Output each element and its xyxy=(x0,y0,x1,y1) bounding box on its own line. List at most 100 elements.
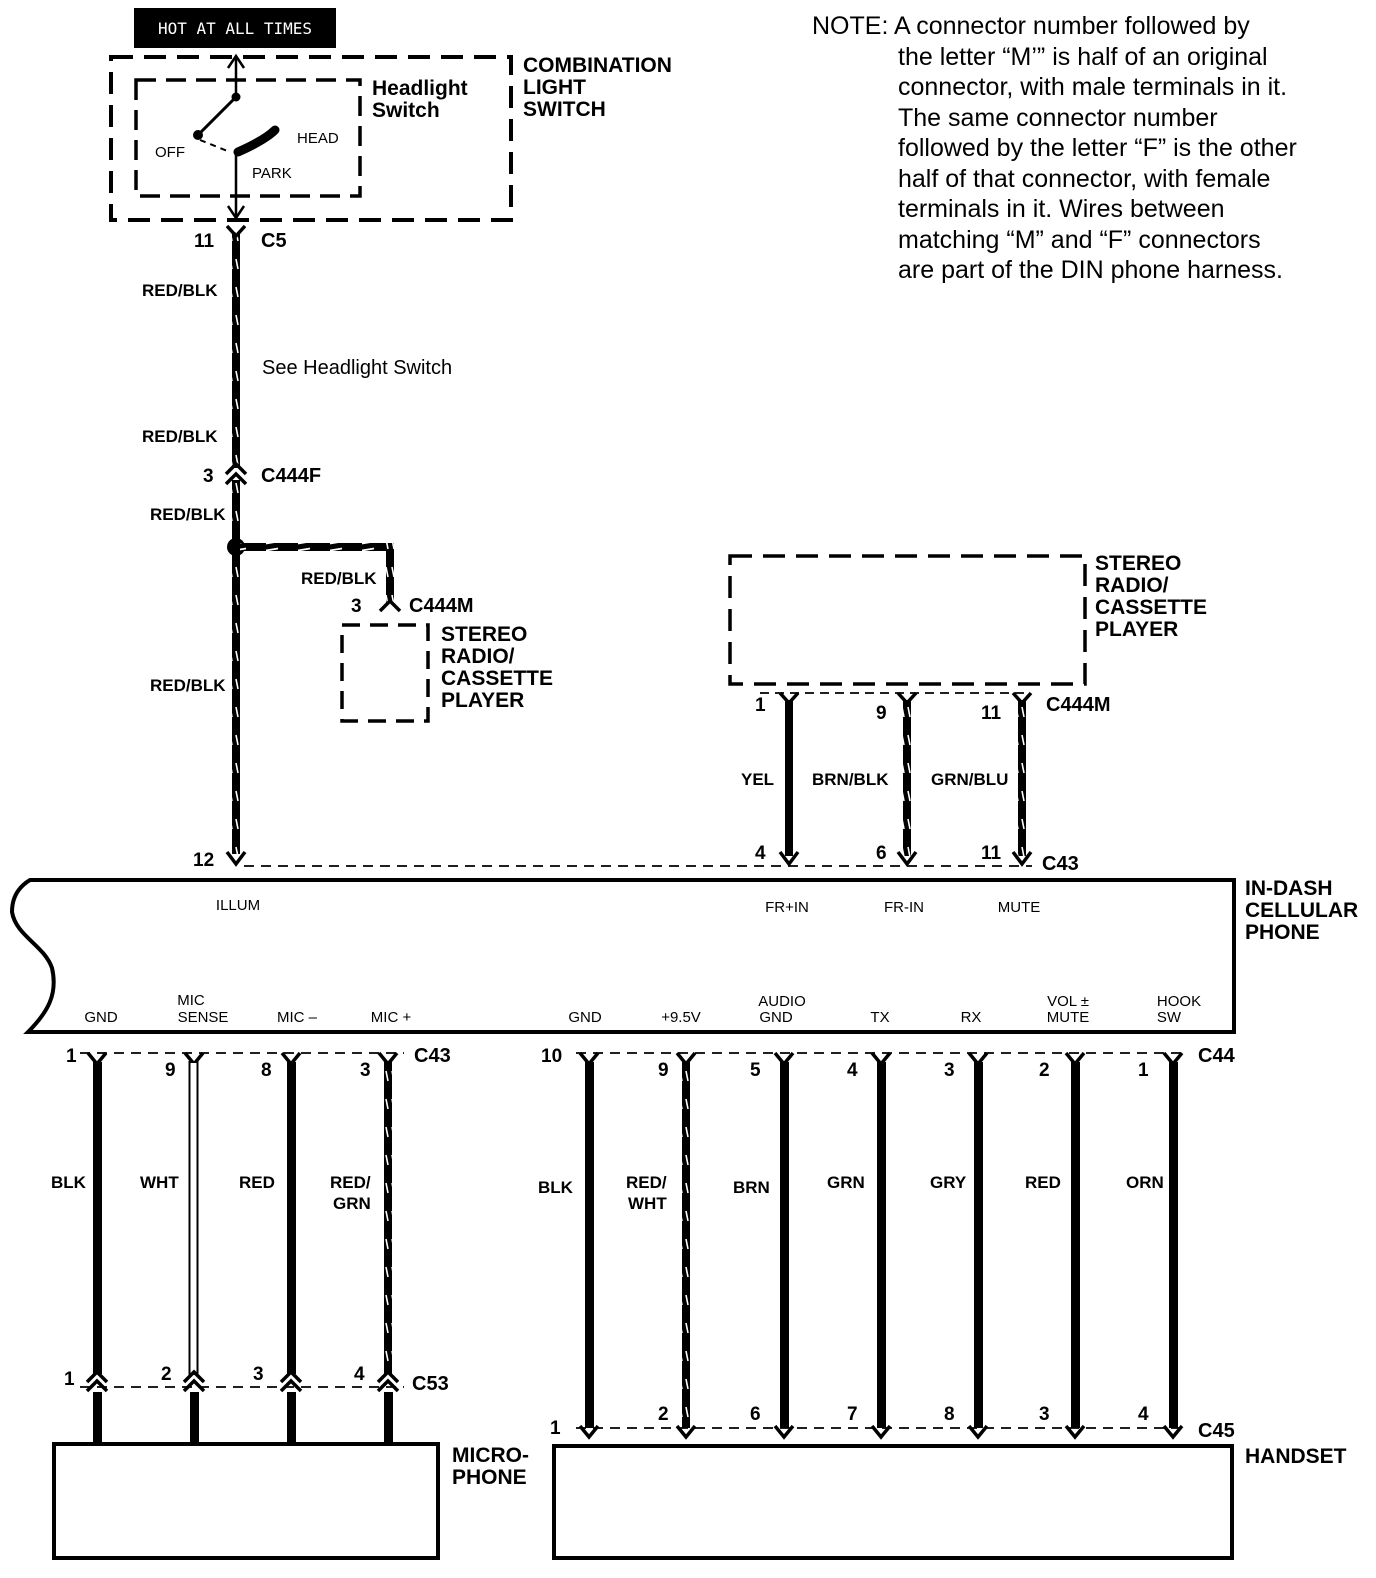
phone-function-fr-plus-in: FR+IN xyxy=(765,899,809,916)
note-line-6: half of that connector, with female xyxy=(898,165,1270,193)
mic-function-gnd: GND xyxy=(84,1009,118,1026)
headlight-switch-label-1: Headlight xyxy=(372,77,468,100)
handset-wire-6-pin-bottom: 3 xyxy=(1039,1404,1050,1425)
combination-switch-title-1: COMBINATION xyxy=(523,54,672,77)
c43-illum-pin: 12 xyxy=(193,850,214,871)
radio-left-line-3: CASSETTE xyxy=(441,667,553,690)
phone-function-mute: MUTE xyxy=(998,899,1041,916)
note-line-4: The same connector number xyxy=(898,104,1218,132)
radio-wires: 1 4 YEL 9 6 BRN/BLK 11 11 GRN/BLU C43 xyxy=(244,691,1079,875)
mic-wire-red-grn: 3 RED/ GRN xyxy=(330,1051,399,1374)
illum-branch-horizontal xyxy=(240,543,390,551)
handset-wire-4-color: GRN xyxy=(827,1173,865,1192)
mic-function-mic-sense-2: SENSE xyxy=(178,1009,229,1026)
connector-note: NOTE: A connector number followed by the… xyxy=(812,12,1297,284)
handset-function-tx: TX xyxy=(870,1009,889,1026)
radio-wire-1-pin-bottom: 4 xyxy=(755,843,766,864)
illum-wire-color-4: RED/BLK xyxy=(150,676,226,695)
c5-label: C5 xyxy=(261,230,287,252)
stereo-radio-left: STEREO RADIO/ CASSETTE PLAYER xyxy=(340,623,553,723)
mic-wire-4-color-2: GRN xyxy=(333,1194,371,1213)
handset-function-hook-sw-2: SW xyxy=(1157,1009,1182,1026)
microphone-label-1: MICRO- xyxy=(452,1444,529,1467)
c444f-terminal-top xyxy=(224,461,248,476)
handset-wire-1-color: BLK xyxy=(538,1178,574,1197)
mic-wire-3-pin-top: 8 xyxy=(261,1060,272,1081)
handset-label: HANDSET xyxy=(1245,1445,1347,1468)
c43-bottom-label: C43 xyxy=(414,1045,451,1067)
handset-wire-4-pin-top: 4 xyxy=(847,1060,858,1081)
radio-right-line-3: CASSETTE xyxy=(1095,596,1207,619)
illum-branch-color: RED/BLK xyxy=(301,569,377,588)
radio-wire-yel: 1 4 YEL xyxy=(741,691,800,867)
mic-wire-3-color: RED xyxy=(239,1173,275,1192)
illum-wire-lower xyxy=(232,480,240,854)
illum-circuit: 11 C5 RED/BLK See Headlight Switch RED/B… xyxy=(142,224,473,871)
handset-function-rx: RX xyxy=(961,1009,982,1026)
in-dash-cellular-phone: IN-DASH CELLULAR PHONE ILLUM FR+IN FR-IN… xyxy=(9,877,1358,1034)
radio-wire-2-pin-top: 9 xyxy=(876,703,887,724)
switch-park-head-contact xyxy=(233,125,280,157)
handset-wire-5-color: GRY xyxy=(930,1173,967,1192)
handset-wire-blk: 10 BLK xyxy=(538,1046,600,1428)
radio-wire-grn-blu: 11 11 GRN/BLU xyxy=(931,691,1033,867)
radio-left-line-2: RADIO/ xyxy=(441,645,515,668)
combination-switch-title-3: SWITCH xyxy=(523,98,606,121)
handset-wire-1-pin-top: 10 xyxy=(541,1046,562,1067)
stereo-radio-right: STEREO RADIO/ CASSETTE PLAYER C444M xyxy=(728,552,1207,716)
radio-left-line-1: STEREO xyxy=(441,623,527,646)
note-line-8: matching “M” and “F” connectors xyxy=(898,226,1261,254)
note-line-3: connector, with male terminals in it. xyxy=(898,73,1287,101)
illum-branch-vertical xyxy=(386,543,394,603)
handset-wire-1-pin-bottom: 1 xyxy=(550,1418,561,1439)
headlight-switch-label-2: Switch xyxy=(372,99,440,122)
handset-wire-2-color-2: WHT xyxy=(628,1194,667,1213)
radio-wire-3-pin-bottom: 11 xyxy=(981,843,1002,864)
switch-off-link xyxy=(199,139,231,153)
mic-wire-2-pin-top: 9 xyxy=(165,1060,176,1081)
microphone: MICRO- PHONE xyxy=(52,1442,529,1560)
handset-wire-gry: 3 GRY xyxy=(930,1051,989,1428)
switch-top-arrow xyxy=(226,53,246,69)
mic-wire-3-pin-bottom: 3 xyxy=(253,1364,264,1385)
microphone-label-2: PHONE xyxy=(452,1466,527,1489)
phone-function-fr-minus-in: FR-IN xyxy=(884,899,924,916)
radio-wire-2-pin-bottom: 6 xyxy=(876,843,887,864)
handset-wire-5-pin-top: 3 xyxy=(944,1060,955,1081)
note-line-7: terminals in it. Wires between xyxy=(898,195,1225,223)
note-line-1: NOTE: A connector number followed by xyxy=(812,12,1250,40)
illum-wire-color-2: RED/BLK xyxy=(142,427,218,446)
handset-wire-3-pin-bottom: 6 xyxy=(750,1404,761,1425)
handset-wires: C44 10 BLK 9 RED/ WHT 5 BRN 4 GRN xyxy=(538,1045,1236,1442)
c444m-right-label: C444M xyxy=(1046,694,1110,716)
handset-function-vol-mute-2: MUTE xyxy=(1047,1009,1090,1026)
illum-splice xyxy=(227,538,245,556)
combination-light-switch: COMBINATION LIGHT SWITCH Headlight Switc… xyxy=(109,53,672,222)
handset-function-audio-gnd-2: GND xyxy=(759,1009,793,1026)
switch-position-off: OFF xyxy=(155,144,185,161)
handset-wire-orn: 1 ORN xyxy=(1126,1051,1184,1428)
handset-function-gnd: GND xyxy=(568,1009,602,1026)
mic-wire-1-pin-top: 1 xyxy=(66,1046,77,1067)
radio-right-line-1: STEREO xyxy=(1095,552,1181,575)
note-line-2: the letter “M’” is half of an original xyxy=(898,43,1268,71)
mic-wire-2-color: WHT xyxy=(140,1173,179,1192)
switch-position-park: PARK xyxy=(252,165,292,182)
mic-wire-red: 8 RED xyxy=(239,1051,302,1374)
c444f-pin: 3 xyxy=(203,466,214,487)
radio-left-line-4: PLAYER xyxy=(441,689,524,712)
handset-function-9-5v: +9.5V xyxy=(661,1009,701,1026)
handset-wire-6-pin-top: 2 xyxy=(1039,1060,1050,1081)
radio-right-line-2: RADIO/ xyxy=(1095,574,1169,597)
hot-at-all-times-badge: HOT AT ALL TIMES xyxy=(134,8,336,48)
mic-wire-1-pin-bottom: 1 xyxy=(64,1369,75,1390)
c43-illum-terminal xyxy=(225,850,247,867)
handset: HANDSET xyxy=(552,1444,1347,1560)
c5-pin: 11 xyxy=(194,231,215,252)
switch-contact xyxy=(193,130,203,140)
radio-right-line-4: PLAYER xyxy=(1095,618,1178,641)
handset-wire-2-color-1: RED/ xyxy=(626,1173,667,1192)
radio-wire-3-color: GRN/BLU xyxy=(931,770,1008,789)
handset-wire-7-color: ORN xyxy=(1126,1173,1164,1192)
